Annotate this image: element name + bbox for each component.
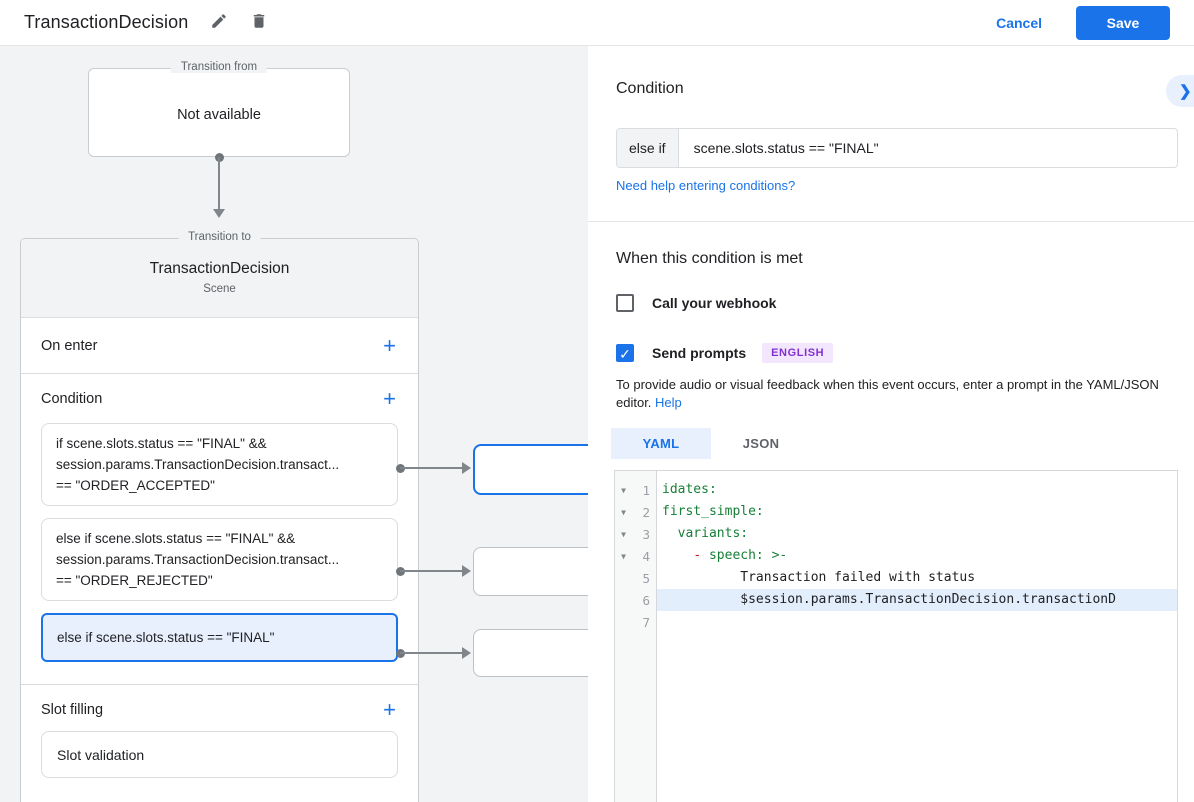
transition-to-legend: Transition to <box>178 231 261 243</box>
fold-arrow-icon[interactable]: ▼ <box>621 507 626 517</box>
transition-target-node[interactable] <box>473 629 588 677</box>
delete-scene-button[interactable] <box>250 12 268 33</box>
connector-line <box>218 157 220 209</box>
line-number: 5 <box>642 570 650 586</box>
editor-gutter <box>615 471 657 802</box>
trash-icon <box>250 12 268 33</box>
code-text: variants: <box>662 526 749 541</box>
scene-card-header[interactable]: TransactionDecision Scene <box>21 239 418 318</box>
condition-editor-panel: Condition ❯ else if Need help entering c… <box>588 46 1194 802</box>
editor-tab-bar: YAML JSON <box>611 428 811 459</box>
code-line: 6 $session.params.TransactionDecision.tr… <box>615 589 1177 611</box>
add-condition-button[interactable]: + <box>383 386 396 411</box>
code-text: - speech: >- <box>693 548 788 563</box>
arrow-right-icon <box>462 462 471 474</box>
panel-divider <box>588 221 1194 222</box>
transition-from-node[interactable]: Transition from Not available <box>88 61 350 157</box>
condition-section-label: Condition <box>41 391 103 407</box>
when-met-heading: When this condition is met <box>616 250 803 267</box>
connector-line <box>400 467 462 469</box>
collapse-panel-button[interactable]: ❯ <box>1166 75 1194 107</box>
send-prompts-checkbox-row[interactable]: ✓ Send prompts ENGLISH <box>616 343 834 363</box>
prompt-description-text: To provide audio or visual feedback when… <box>616 377 1159 410</box>
fold-arrow-icon[interactable]: ▼ <box>621 529 626 539</box>
line-number: 1 <box>642 482 650 498</box>
code-line: ▼ 4 - speech: >- <box>615 545 1177 567</box>
help-link[interactable]: Help <box>655 395 682 410</box>
condition-card-selected[interactable]: else if scene.slots.status == "FINAL" <box>41 613 398 662</box>
transition-target-node[interactable] <box>473 444 588 495</box>
save-button[interactable]: Save <box>1076 5 1170 40</box>
condition-prefix-label: else if <box>617 129 679 167</box>
condition-panel-title: Condition <box>616 80 684 97</box>
cancel-button[interactable]: Cancel <box>996 14 1042 31</box>
line-number: 7 <box>642 614 650 630</box>
send-prompts-checkbox[interactable]: ✓ <box>616 344 634 362</box>
tab-json[interactable]: JSON <box>742 436 780 451</box>
condition-expression-field: else if <box>616 128 1178 168</box>
slot-card-list: Slot validation <box>21 731 418 778</box>
arrow-right-icon <box>462 565 471 577</box>
condition-help-link[interactable]: Need help entering conditions? <box>616 178 796 193</box>
on-enter-label: On enter <box>41 337 98 354</box>
code-area: ▼ 1 idates: ▼ 2 first_simple: ▼ 3 variants: ▼ 4 -… <box>615 471 1177 633</box>
condition-card[interactable]: if scene.slots.status == "FINAL" &&sessi… <box>41 423 398 506</box>
line-number: 6 <box>642 592 650 608</box>
condition-card-list: if scene.slots.status == "FINAL" &&sessi… <box>21 423 418 662</box>
top-bar: TransactionDecision Cancel Save <box>0 0 1194 46</box>
transition-to-node: Transition to TransactionDecision Scene … <box>20 231 419 802</box>
yaml-code-editor[interactable]: ▼ 1 idates: ▼ 2 first_simple: ▼ 3 variants: ▼ 4 -… <box>614 470 1178 802</box>
fold-arrow-icon[interactable]: ▼ <box>621 485 626 495</box>
send-prompts-label: Send prompts <box>652 345 747 361</box>
code-line: 5 Transaction failed with status <box>615 567 1177 589</box>
on-enter-section: On enter + <box>21 318 418 374</box>
line-number: 2 <box>642 504 650 520</box>
condition-expression-input[interactable] <box>678 129 1177 167</box>
connector-line <box>400 652 462 654</box>
code-line: 7 <box>615 611 1177 633</box>
prompt-description: To provide audio or visual feedback when… <box>616 376 1186 412</box>
line-number: 4 <box>642 548 650 564</box>
scene-flow-canvas: Transition from Not available Transition… <box>0 46 588 802</box>
arrow-down-icon <box>213 209 225 218</box>
language-badge: ENGLISH <box>762 343 834 363</box>
add-slot-button[interactable]: + <box>383 697 396 722</box>
condition-section: Condition + if scene.slots.status == "FI… <box>21 374 418 685</box>
slot-validation-card[interactable]: Slot validation <box>41 731 398 778</box>
scene-name: TransactionDecision <box>149 260 290 277</box>
slot-filling-label: Slot filling <box>41 702 104 718</box>
code-text: idates: <box>662 482 717 497</box>
transition-from-legend: Transition from <box>170 61 268 73</box>
transition-target-node[interactable] <box>473 547 588 596</box>
code-text <box>657 611 1177 633</box>
fold-arrow-icon[interactable]: ▼ <box>621 551 626 561</box>
webhook-checkbox[interactable] <box>616 294 634 312</box>
code-line: ▼ 3 variants: <box>615 523 1177 545</box>
add-on-enter-button[interactable]: + <box>383 332 396 358</box>
transition-from-value: Not available <box>177 107 261 123</box>
line-number: 3 <box>642 526 650 542</box>
tab-yaml[interactable]: YAML <box>611 428 711 459</box>
page-title: TransactionDecision <box>24 12 189 32</box>
chevron-right-icon: ❯ <box>1179 83 1192 100</box>
code-text: $session.params.TransactionDecision.tran… <box>657 589 1177 611</box>
code-line: ▼ 1 idates: <box>615 479 1177 501</box>
code-text: first_simple: <box>662 504 764 519</box>
condition-card[interactable]: else if scene.slots.status == "FINAL" &&… <box>41 518 398 601</box>
code-line: ▼ 2 first_simple: <box>615 501 1177 523</box>
arrow-right-icon <box>462 647 471 659</box>
slot-filling-section: Slot filling + Slot validation <box>21 685 418 778</box>
pencil-icon <box>210 12 228 33</box>
edit-title-button[interactable] <box>210 12 228 33</box>
connector-line <box>400 570 462 572</box>
webhook-checkbox-row[interactable]: Call your webhook <box>616 294 776 312</box>
scene-type-label: Scene <box>203 283 236 295</box>
code-text: Transaction failed with status <box>662 570 976 585</box>
webhook-label: Call your webhook <box>652 295 777 311</box>
